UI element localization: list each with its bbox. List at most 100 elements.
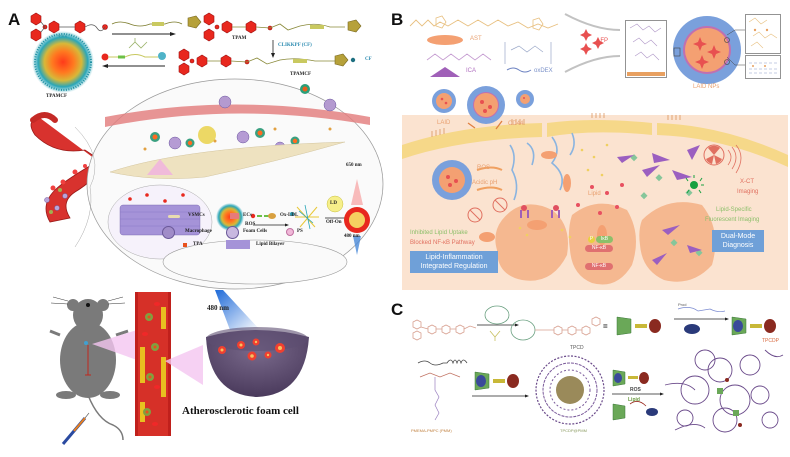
xct-label: X-CT — [740, 179, 754, 185]
syringe-icon — [61, 412, 90, 445]
legend-label-tpa: TPA — [193, 242, 203, 247]
prodrug-arrow — [674, 307, 729, 334]
loading-arrow — [472, 371, 529, 398]
laid-particles — [432, 86, 534, 130]
inset-connectors — [726, 29, 745, 66]
legend-label-macrophage: Macrophage — [185, 229, 212, 234]
pmm-polymer-structure — [417, 359, 468, 421]
tpam-molecule — [203, 12, 362, 42]
assembly-funnel — [564, 13, 621, 73]
legend-label-vsmcs: VSMCs — [188, 213, 205, 218]
foam-cell-caption: Atherosclerotic foam cell — [182, 405, 299, 417]
legend-label-foam-cells: Foam Cells — [243, 229, 268, 234]
laser-wavelength-label: 480 nm — [207, 304, 229, 312]
tpcdp-label: TPCDP — [762, 338, 779, 344]
lfp-icon — [580, 29, 604, 55]
tpcd-schematic — [616, 316, 661, 336]
ros-label-b: ROS — [477, 165, 491, 171]
ica-structure — [426, 53, 492, 61]
reagent-label: CLIKKPF (CF) — [278, 43, 312, 48]
ast-structure — [409, 15, 559, 31]
component-inset-bottom — [745, 55, 781, 79]
foam-cell-dish — [206, 327, 309, 397]
ast-icon — [427, 35, 463, 45]
ros-label-a: ROS — [245, 222, 256, 227]
fluorescent-imaging-label: Fluorescent Imaging — [705, 217, 760, 223]
tpamcf-molecule — [178, 48, 356, 76]
regulation-line-2: Integrated Regulation — [420, 263, 488, 270]
disassembled-network — [664, 349, 784, 433]
lipid-bilayer-icon — [226, 240, 250, 249]
foam-cell-icon — [226, 226, 239, 239]
off-on-label: Off-On — [326, 220, 342, 225]
panel-letter-a: A — [8, 10, 21, 29]
tpcdp-schematic — [731, 316, 776, 336]
cf-conjugation-arrow — [271, 40, 275, 58]
ps-icon — [286, 228, 294, 236]
dual-mode-diagnosis-box: Dual-Mode Diagnosis — [712, 230, 764, 252]
endothelial-cell-icon — [230, 213, 239, 219]
lipid-label-c: Lipid — [628, 397, 640, 403]
magnified-view — [74, 78, 384, 290]
emission-wavelength: 650 nm — [346, 163, 362, 168]
ox-ldl-icon — [268, 213, 276, 219]
laid-np-cross-section — [673, 16, 741, 84]
lipid-specific-label: Lipid-Specific — [716, 207, 752, 213]
lipid-label-b: Lipid — [588, 191, 601, 197]
legend-label-ps: PS — [297, 229, 303, 234]
ros-label-c: ROS — [630, 387, 641, 393]
nfkb-badge-1: NF-κB — [585, 245, 613, 252]
cd-reaction-arrow — [477, 305, 519, 341]
ros-lipid-arrow — [612, 369, 664, 421]
tpa-icon — [183, 243, 187, 247]
lfp-label: LFP — [597, 38, 609, 44]
tpcdp-pmm-nanoparticle — [535, 355, 605, 425]
lipid-inflammation-regulation-box: Lipid-Inflammation Integrated Regulation — [410, 251, 498, 273]
structure-inset-box — [625, 20, 667, 78]
macrophage-icon — [162, 226, 175, 239]
legend-label-oxldl: Ox-LDL — [280, 213, 299, 218]
zoom-cone-right — [165, 345, 203, 385]
component-inset-top — [745, 14, 781, 54]
vsmc-icon — [168, 215, 180, 218]
mouse-illustration — [49, 296, 129, 441]
tpe-precursor-structure — [412, 319, 477, 341]
legend-label-ecs: ECs — [243, 213, 252, 218]
catalyst-structure — [128, 38, 148, 49]
diagnosis-line-1: Dual-Mode — [720, 233, 756, 240]
assembly-arrow — [101, 52, 166, 68]
excitation-wavelength: 480 nm — [344, 234, 360, 239]
prod-label: Prod — [678, 302, 687, 307]
laser-beam — [215, 290, 260, 330]
micelle-label: TPAMCF — [46, 94, 68, 99]
tpcd-label: TPCD — [570, 345, 584, 351]
oxdex-structure — [504, 42, 552, 73]
ast-label: AST — [470, 36, 482, 42]
ica-label: ICA — [466, 68, 477, 74]
zoom-cone-left — [92, 330, 137, 360]
phosphate-badge: P — [588, 236, 595, 243]
ikb-badge: IκB — [596, 236, 613, 243]
oxdex-label: oxDEX — [534, 68, 553, 74]
assembly-label: TPCDP@PMM — [560, 428, 587, 433]
ica-icon — [430, 67, 460, 77]
regulation-line-1: Lipid-Inflammation — [425, 254, 483, 261]
tpamcf-label: TPAMCF — [290, 72, 312, 77]
tpa-molecule — [30, 12, 108, 42]
laid-nps-label: LAID NPs — [693, 84, 720, 90]
blocked-nfkb-label: Blocked NF-κB Pathway — [410, 240, 475, 246]
laid-label: LAID — [437, 120, 451, 126]
reagent-chain — [111, 15, 202, 36]
tpam-label: TPAM — [232, 36, 247, 41]
equals-sign: = — [603, 322, 608, 331]
artery-illustration — [30, 112, 104, 223]
ld-label: LD — [330, 201, 337, 206]
tpcd-structure — [510, 316, 601, 341]
nfkb-badge-2: NF-κB — [585, 263, 613, 270]
pmm-label: PMEMA-PMPC (PMM) — [411, 428, 452, 433]
cd44-label: CD44 — [508, 121, 524, 127]
cf-tag-label: CF — [365, 57, 372, 62]
diagnosis-line-2: Diagnosis — [722, 242, 754, 249]
inhibited-lipid-uptake-label: Inhibited Lipid Uptake — [410, 230, 468, 236]
panel-letter-b: B — [391, 10, 404, 29]
